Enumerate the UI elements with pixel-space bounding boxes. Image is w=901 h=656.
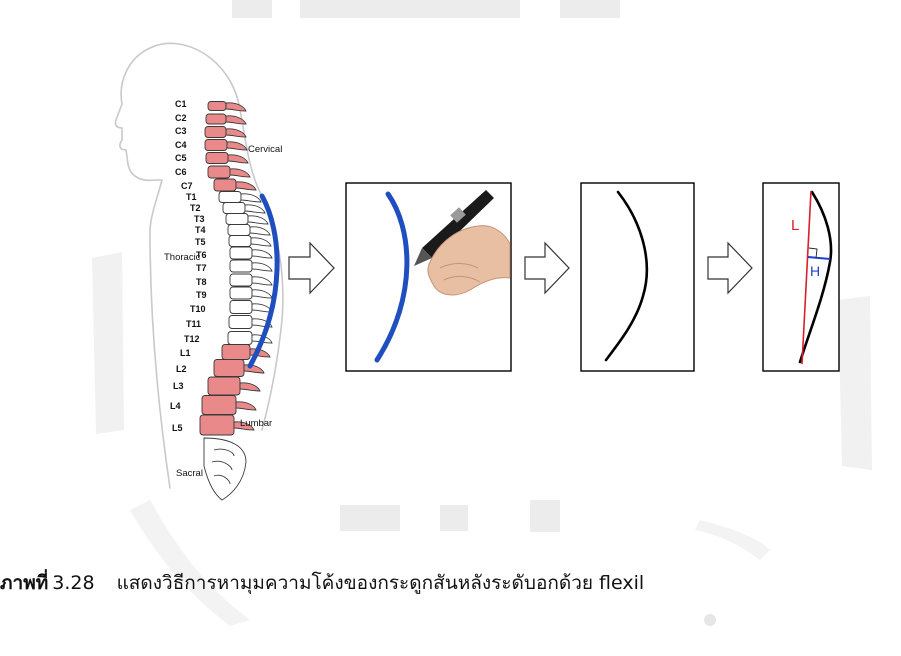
vertebra-label-l2: L2: [176, 364, 187, 374]
vertebra-c6: [208, 166, 230, 178]
vertebra-process-t3: [248, 216, 268, 224]
caption-text: แสดงวิธีการหามุมความโค้งของกระดูกสันหลัง…: [117, 572, 645, 594]
vertebra-process-c2: [226, 116, 246, 124]
vertebra-label-c4: C4: [175, 140, 187, 150]
vertebra-t8: [230, 274, 252, 286]
vertebra-process-t6: [252, 250, 272, 258]
vertebra-t2: [223, 203, 245, 214]
vertebra-process-t8: [252, 277, 272, 285]
vertebra-label-c7: C7: [181, 181, 193, 191]
vertebra-l2: [214, 360, 244, 377]
vertebra-label-t3: T3: [194, 214, 205, 224]
vertebra-label-l1: L1: [180, 348, 191, 358]
caption-prefix: ภาพที่: [0, 572, 48, 594]
vertebra-l1: [222, 345, 250, 360]
region-label-sacral: Sacral: [176, 468, 203, 479]
vertebra-process-l3: [240, 383, 260, 391]
region-label-lumbar: Lumbar: [240, 418, 272, 429]
vertebra-t12: [228, 332, 252, 345]
vertebra-process-t9: [252, 290, 272, 298]
vertebra-t9: [230, 287, 252, 299]
vertebra-process-t1: [241, 194, 261, 202]
vertebra-l3: [208, 377, 240, 395]
label-H: H: [810, 263, 820, 279]
vertebra-label-l4: L4: [170, 401, 181, 411]
spine: [200, 102, 272, 501]
panel-measurement: L H: [763, 183, 839, 371]
vertebra-process-c7: [236, 182, 256, 190]
vertebra-t6: [230, 247, 252, 259]
vertebra-label-c2: C2: [175, 113, 187, 123]
vertebra-labels: C1C2C3C4C5C6C7T1T2T3T4T5T6T7T8T9T10T11T1…: [170, 99, 207, 433]
panel-trace-with-pen: [346, 183, 511, 371]
vertebra-c3: [205, 127, 226, 138]
vertebra-t11: [229, 316, 252, 329]
figure-caption: ภาพที่3.28 แสดงวิธีการหามุมความโค้งของกระ…: [0, 568, 901, 598]
vertebra-label-t9: T9: [196, 290, 207, 300]
vertebra-label-t11: T11: [186, 319, 201, 329]
vertebra-process-c5: [228, 155, 248, 163]
region-label-cervical: Cervical: [248, 144, 282, 155]
vertebra-c1: [208, 102, 226, 111]
vertebra-label-t5: T5: [195, 237, 206, 247]
vertebra-process-c1: [226, 103, 246, 111]
vertebra-label-c3: C3: [175, 126, 187, 136]
vertebra-t7: [230, 260, 252, 272]
panel-curve-outline: [581, 183, 694, 371]
vertebra-label-c1: C1: [175, 99, 187, 109]
vertebra-process-t2: [245, 205, 265, 213]
region-label-thoracic: Thoracic: [164, 252, 201, 263]
vertebra-process-l4: [236, 402, 256, 410]
vertebra-label-t10: T10: [190, 304, 206, 314]
vertebra-process-t5: [251, 238, 271, 246]
vertebra-c5: [206, 153, 228, 164]
caption-number: 3.28: [52, 572, 94, 594]
vertebra-c4: [205, 140, 227, 151]
vertebra-process-l2: [244, 365, 264, 373]
vertebra-label-t8: T8: [196, 277, 207, 287]
arrow-right-icon: [525, 243, 569, 293]
vertebra-process-c6: [230, 169, 250, 177]
sacrum: [204, 438, 246, 500]
vertebra-label-t7: T7: [196, 263, 207, 273]
vertebra-label-c5: C5: [175, 153, 187, 163]
vertebra-l4: [202, 396, 236, 415]
vertebra-label-l5: L5: [172, 423, 183, 433]
vertebra-t4: [228, 225, 250, 236]
vertebra-process-t4: [250, 227, 270, 235]
vertebra-process-t7: [252, 263, 272, 271]
vertebra-label-l3: L3: [173, 381, 184, 391]
vertebra-l5: [200, 415, 234, 435]
vertebra-label-t1: T1: [186, 192, 197, 202]
label-L: L: [791, 217, 799, 234]
vertebra-t10: [230, 301, 252, 314]
vertebra-label-t12: T12: [184, 334, 200, 344]
vertebra-c2: [206, 114, 226, 124]
vertebra-process-c4: [227, 142, 247, 150]
vertebra-label-t2: T2: [190, 203, 201, 213]
vertebra-t1: [219, 192, 241, 203]
vertebra-t3: [226, 214, 248, 225]
vertebra-label-c6: C6: [175, 167, 187, 177]
arrow-right-icon: [708, 243, 752, 293]
arrow-right-icon: [289, 243, 334, 293]
vertebra-t5: [229, 236, 251, 247]
vertebra-label-t4: T4: [195, 225, 206, 235]
vertebra-c7: [214, 179, 236, 191]
